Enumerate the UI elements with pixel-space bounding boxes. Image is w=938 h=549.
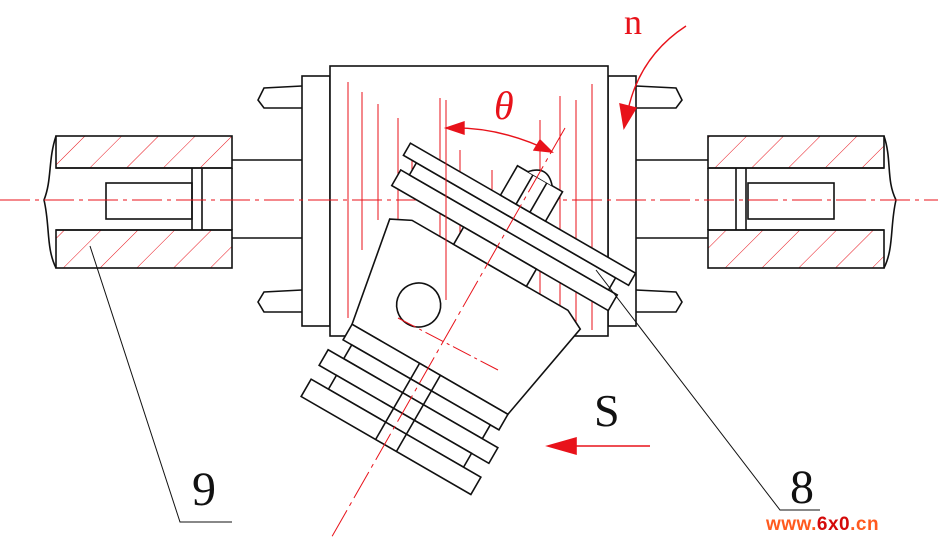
right-bore — [747, 182, 835, 220]
left-chuck-top-wall — [55, 135, 233, 169]
inclined-tool — [300, 142, 637, 496]
right-chuck-bottom-wall — [707, 229, 885, 269]
rotation-label: n — [624, 2, 642, 42]
pivot-pin — [395, 282, 442, 328]
watermark-suffix: .cn — [850, 514, 880, 535]
lug-bottom-right — [635, 289, 683, 313]
theta-dimension — [443, 100, 554, 300]
feed-arrow — [545, 436, 650, 456]
lug-top-left — [257, 85, 303, 109]
left-chuck-bottom-wall — [55, 229, 233, 269]
rotation-arrow — [619, 25, 687, 130]
part-8-label: 8 — [790, 461, 814, 514]
right-break-line — [883, 135, 897, 269]
watermark-prefix: www. — [766, 514, 817, 535]
lug-top-right — [635, 85, 683, 109]
lug-bottom-left — [257, 289, 303, 313]
tool-flange-5 — [300, 378, 482, 496]
right-chuck-top-wall — [707, 135, 885, 169]
leader-line-8 — [595, 269, 820, 511]
clamp-neck — [452, 225, 538, 288]
part-9-label: 9 — [192, 463, 216, 516]
angle-label: θ — [494, 83, 514, 128]
leader-line-9 — [89, 245, 232, 523]
feed-label: S — [594, 385, 620, 436]
tool-axis-centerline — [329, 127, 566, 541]
watermark-brand: 6x0 — [816, 514, 851, 535]
watermark: www.6x0.cn — [766, 514, 879, 536]
pin-centerline — [397, 317, 499, 371]
left-chuck — [43, 135, 302, 269]
bolt-tip — [527, 169, 553, 186]
left-break-line — [43, 135, 57, 269]
left-bore — [105, 182, 193, 220]
right-chuck — [636, 135, 897, 269]
left-flange — [301, 75, 331, 327]
